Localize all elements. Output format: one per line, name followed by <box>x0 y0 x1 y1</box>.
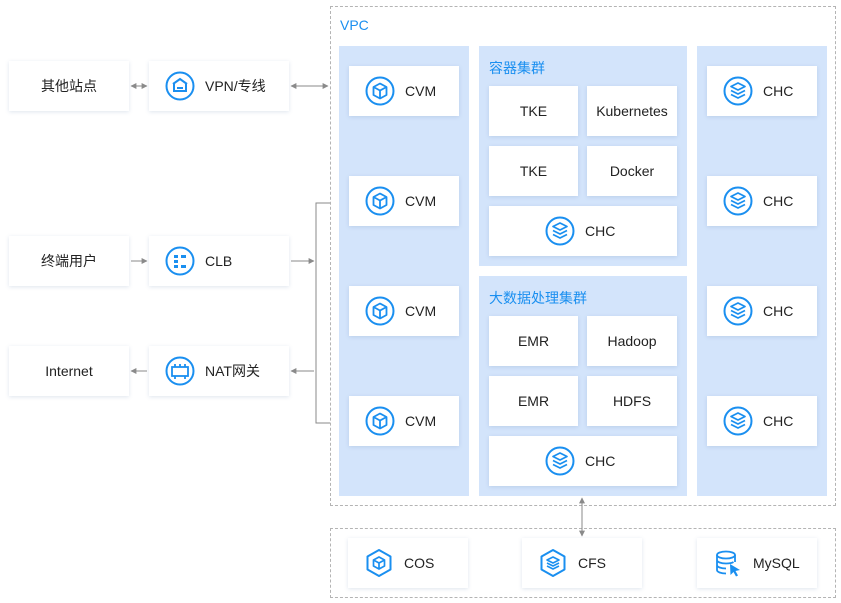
mysql-database-icon <box>716 550 740 577</box>
cvm-label: CVM <box>405 303 437 319</box>
container-chc-node[interactable]: CHC <box>489 206 677 256</box>
mysql-node[interactable]: MySQL <box>697 538 817 588</box>
bigdata-cluster-title: 大数据处理集群 <box>489 290 587 306</box>
emr-node-2[interactable]: EMR <box>489 376 578 426</box>
clb-node[interactable]: CLB <box>149 236 289 286</box>
chc-node-2[interactable]: CHC <box>707 176 817 226</box>
chc-node-3[interactable]: CHC <box>707 286 817 336</box>
clb-label: CLB <box>205 253 233 269</box>
tke-node-2[interactable]: TKE <box>489 146 578 196</box>
chc-label: CHC <box>763 193 794 209</box>
cvm-label: CVM <box>405 83 437 99</box>
tke-node-1[interactable]: TKE <box>489 86 578 136</box>
internet-label: Internet <box>45 363 93 379</box>
cvm-icon <box>365 296 395 326</box>
chc-label: CHC <box>763 83 794 99</box>
chc-label: CHC <box>763 413 794 429</box>
vpn-icon <box>165 71 195 101</box>
chc-label: CHC <box>763 303 794 319</box>
cvm-icon <box>365 186 395 216</box>
cfs-icon <box>540 549 566 577</box>
chc-icon <box>723 296 753 326</box>
chc-icon <box>723 186 753 216</box>
vpn-node[interactable]: VPN/专线 <box>149 61 289 111</box>
other-sites-label: 其他站点 <box>41 78 97 94</box>
bigdata-chc-node[interactable]: CHC <box>489 436 677 486</box>
other-sites-node[interactable]: 其他站点 <box>9 61 129 111</box>
emr-label: EMR <box>517 333 550 349</box>
tke-label: TKE <box>519 103 548 119</box>
cos-icon <box>366 549 392 577</box>
hdfs-label: HDFS <box>612 393 652 409</box>
cvm-icon <box>365 76 395 106</box>
chc-label: CHC <box>585 223 616 239</box>
cvm-node-2[interactable]: CVM <box>349 176 459 226</box>
nat-gateway-icon <box>165 356 195 386</box>
cos-node[interactable]: COS <box>348 538 468 588</box>
chc-icon <box>723 76 753 106</box>
chc-node-1[interactable]: CHC <box>707 66 817 116</box>
nat-gateway-node[interactable]: NAT网关 <box>149 346 289 396</box>
cvm-node-1[interactable]: CVM <box>349 66 459 116</box>
docker-label: Docker <box>609 163 655 179</box>
end-users-node[interactable]: 终端用户 <box>9 236 129 286</box>
cvm-node-4[interactable]: CVM <box>349 396 459 446</box>
emr-label: EMR <box>517 393 550 409</box>
chc-label: CHC <box>585 453 616 469</box>
chc-node-4[interactable]: CHC <box>707 396 817 446</box>
nat-gateway-label: NAT网关 <box>205 363 260 379</box>
kubernetes-label: Kubernetes <box>596 103 668 119</box>
docker-node[interactable]: Docker <box>587 146 677 196</box>
tke-label: TKE <box>519 163 548 179</box>
container-cluster-title: 容器集群 <box>489 60 545 76</box>
chc-icon <box>545 216 575 246</box>
load-balancer-icon <box>165 246 195 276</box>
hadoop-node[interactable]: Hadoop <box>587 316 677 366</box>
cvm-icon <box>365 406 395 436</box>
hadoop-label: Hadoop <box>607 333 657 349</box>
cvm-label: CVM <box>405 413 437 429</box>
vpc-title: VPC <box>340 17 369 33</box>
cfs-node[interactable]: CFS <box>522 538 642 588</box>
cfs-label: CFS <box>578 555 606 571</box>
internet-node[interactable]: Internet <box>9 346 129 396</box>
kubernetes-node[interactable]: Kubernetes <box>587 86 677 136</box>
emr-node-1[interactable]: EMR <box>489 316 578 366</box>
vpn-label: VPN/专线 <box>205 78 266 94</box>
end-users-label: 终端用户 <box>41 253 97 269</box>
cos-label: COS <box>404 555 435 571</box>
mysql-label: MySQL <box>753 555 800 571</box>
chc-icon <box>545 446 575 476</box>
chc-icon <box>723 406 753 436</box>
cvm-label: CVM <box>405 193 437 209</box>
hdfs-node[interactable]: HDFS <box>587 376 677 426</box>
vpc-bracket <box>315 202 330 424</box>
cvm-node-3[interactable]: CVM <box>349 286 459 336</box>
